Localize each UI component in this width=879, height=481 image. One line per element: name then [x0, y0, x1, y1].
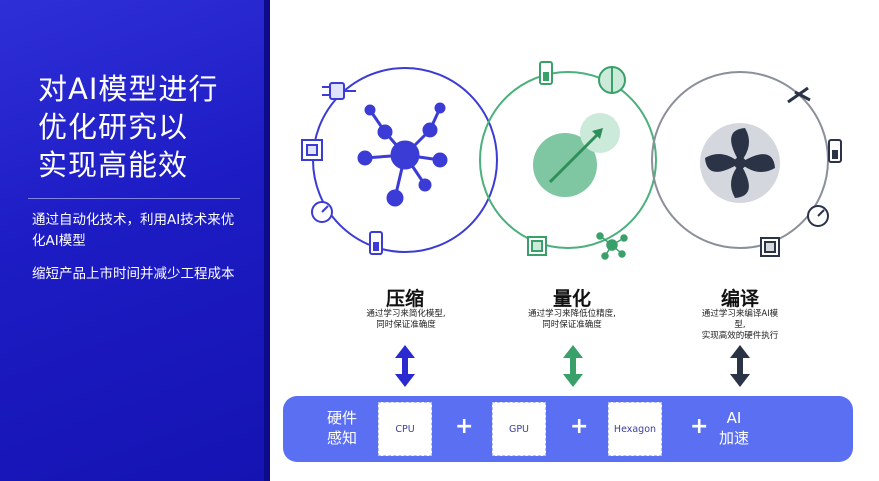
chip-icon	[760, 237, 780, 257]
compression-arrow	[395, 345, 415, 387]
plug-icon	[322, 82, 356, 100]
cpu-chip: CPU	[378, 402, 432, 456]
slide-title: 对AI模型进行 优化研究以 实现高能效	[38, 70, 218, 184]
compilation-arrow	[730, 345, 750, 387]
compression-desc-line2: 同时保证准确度	[376, 320, 436, 330]
quantization-desc-line2: 同时保证准确度	[542, 320, 602, 330]
quantization-arrow	[563, 345, 583, 387]
gauge-icon	[807, 205, 829, 227]
plus-sign: +	[570, 414, 589, 439]
chip-icon	[301, 139, 323, 161]
title-line-2: 优化研究以	[38, 110, 189, 144]
battery-icon	[369, 231, 383, 255]
network-icon	[357, 102, 448, 207]
gauge-icon	[311, 201, 333, 223]
battery-icon	[828, 139, 842, 163]
chip-icon	[527, 236, 547, 256]
hardware-bar	[283, 396, 853, 462]
compilation-desc: 通过学习来编译AI模 型, 实现高效的硬件执行	[670, 309, 810, 342]
compression-desc-line1: 通过学习来简化模型,	[366, 309, 446, 319]
plus-sign: +	[690, 414, 709, 439]
hexagon-chip: Hexagon	[608, 402, 662, 456]
point-2: 缩短产品上市时间并减少工程成本	[32, 266, 235, 282]
compilation-desc-line2: 型,	[734, 320, 746, 330]
hardware-aware-label: 硬件 感知	[322, 408, 362, 448]
plus-sign: +	[455, 414, 474, 439]
arrow-icon	[548, 132, 600, 184]
quantization-desc: 通过学习来降低位精度, 同时保证准确度	[502, 309, 642, 331]
compilation-desc-line1: 通过学习来编译AI模	[701, 309, 779, 319]
fan-icon	[705, 128, 775, 198]
compression-label: 压缩	[385, 288, 424, 310]
ai-label-line2: 加速	[718, 429, 749, 447]
knife-icon	[787, 86, 811, 104]
compilation-label: 编译	[720, 288, 759, 310]
title-line-1: 对AI模型进行	[38, 72, 219, 106]
quantization-label: 量化	[552, 288, 591, 310]
compression-desc: 通过学习来简化模型, 同时保证准确度	[336, 309, 476, 331]
ai-acceleration-label: AI 加速	[712, 408, 756, 448]
compilation-desc-line3: 实现高效的硬件执行	[701, 331, 779, 341]
network-small-icon	[596, 232, 628, 260]
title-line-3: 实现高能效	[38, 148, 189, 182]
hardware-label-line2: 感知	[326, 429, 357, 447]
battery-icon	[539, 61, 553, 85]
panel-edge	[264, 0, 270, 481]
hardware-label-line1: 硬件	[326, 409, 357, 427]
quantization-circle	[479, 71, 657, 249]
point-1: 通过自动化技术，利用AI技术来优化AI模型	[32, 212, 235, 249]
gpu-chip: GPU	[492, 402, 546, 456]
quantization-desc-line1: 通过学习来降低位精度,	[528, 309, 616, 319]
ai-label-line1: AI	[726, 409, 742, 427]
title-divider	[28, 198, 240, 199]
brain-icon	[598, 66, 626, 94]
left-panel: 对AI模型进行 优化研究以 实现高能效 通过自动化技术，利用AI技术来优化AI模…	[0, 0, 270, 481]
